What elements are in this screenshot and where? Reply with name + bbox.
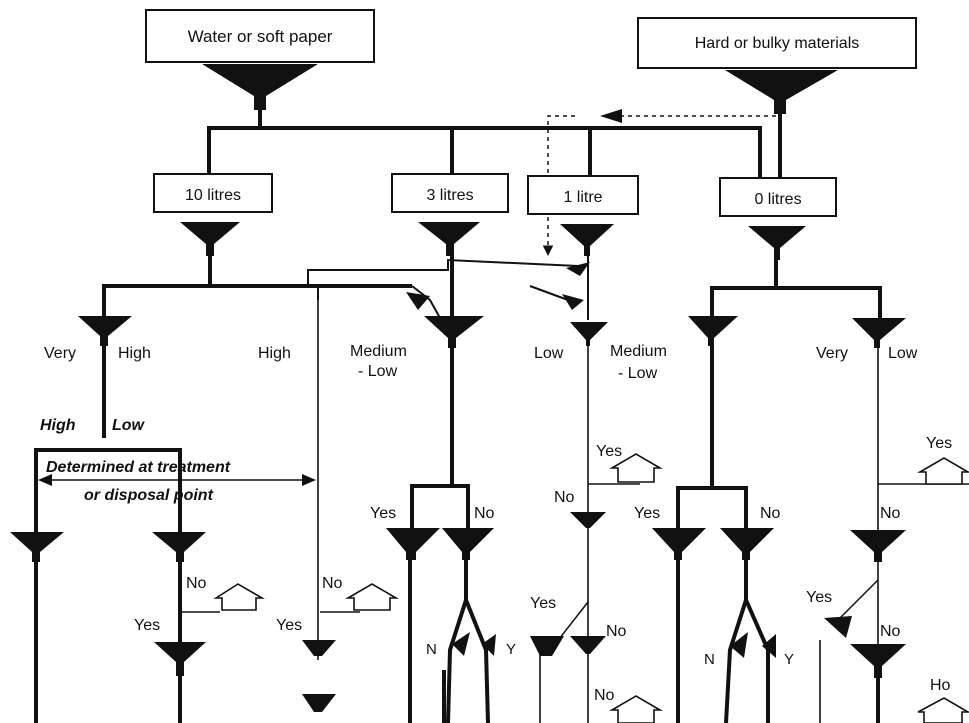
very-low-no-label-2: No [880,623,901,640]
center-y-arrowhead [482,634,496,656]
medium-low-1-arrow [424,316,484,348]
left-down-arrow-4 [302,640,336,656]
one-litre-no-arrow-2 [570,636,606,654]
treatment-line2: or disposal point [84,487,214,504]
left-down-arrow-2 [152,532,206,562]
house-icon [213,583,265,611]
very-low-ho-label: Ho [930,677,951,694]
very-low-yes-label: Yes [926,435,952,452]
source-box-hard: Hard or bulky materials [637,17,917,69]
left-yes-label-1: Yes [134,617,160,634]
level-medium-1-label: Medium [350,343,407,360]
ml2-yes-arrow [652,528,706,560]
ml2-y-label: Y [784,651,794,668]
one-litre-no-label-3: No [594,687,615,704]
one-litre-yes-arrow [530,636,564,656]
level-lines [102,256,882,320]
very-low-arrow [852,318,906,348]
thin-level-lines [307,256,589,320]
low-1-arrow [570,322,608,346]
source-water-arrow [202,64,318,110]
left-no-label-1: No [186,575,207,592]
arrow-to-low-a [566,262,590,276]
one-litre-no-label: No [554,489,575,506]
arrow-to-low-b [562,294,584,310]
source-hard-label: Hard or bulky materials [695,35,860,52]
center-no-arrow [442,528,494,560]
source-water-label: Water or soft paper [188,27,333,46]
source-box-water: Water or soft paper [145,9,375,63]
volume-box-1: 1 litre [527,175,639,215]
ml2-no-arrow [720,528,774,560]
volume-3-label: 3 litres [426,187,473,204]
left-no-label-2: No [322,575,343,592]
volume-0-label: 0 litres [754,191,801,208]
ml2-yes-label: Yes [634,505,660,522]
volume-10-label: 10 litres [185,187,241,204]
very-low-yes-label-2: Yes [806,589,832,606]
level-very-label: Very [44,345,76,362]
very-low-no-arrow-2 [850,644,906,678]
one-litre-yes-label: Yes [596,443,622,460]
treatment-right-arrowhead [302,474,316,486]
dotted-feed-line [542,115,776,257]
house-icon [917,697,969,723]
center-yes-label: Yes [370,505,396,522]
volume-box-10: 10 litres [153,173,273,213]
volume-10-arrow [180,222,240,256]
treatment-line1: Determined at treatment [46,459,231,476]
one-litre-yes-label-2: Yes [530,595,556,612]
left-down-arrow-5 [302,694,336,712]
center-y-label: Y [506,641,516,658]
house-icon [917,457,969,485]
split-high-label: High [40,417,76,434]
split-low-label: Low [112,417,146,434]
dotted-arrowhead [600,109,622,123]
medium-low-2-arrow [688,316,738,346]
treatment-left-arrowhead [38,474,52,486]
level-very-2-label: Very [816,345,848,362]
center-yes-arrow [386,528,440,560]
level-low-2-label: Low [888,345,918,362]
left-yes-label-2: Yes [276,617,302,634]
level-low-1-label: Low [534,345,564,362]
ml2-no-label: No [760,505,781,522]
level-medium-2-label: Medium [610,343,667,360]
volume-0-arrow [748,226,806,260]
left-down-arrow-1 [10,532,64,562]
arrow-to-medium [406,292,430,310]
very-high-arrow [78,316,132,346]
ml2-n-label: N [704,651,715,668]
level-high-label: High [118,345,151,362]
house-icon [609,453,663,483]
level-low-2b-label: - Low [618,365,658,382]
center-n-label: N [426,641,437,658]
ml2-n-arrowhead [730,632,748,658]
volume-box-3: 3 litres [391,173,509,213]
volume-3-arrow [418,222,480,256]
center-n-arrowhead [452,632,470,656]
level-high-b-label: High [258,345,291,362]
ml2-y-arrowhead [762,634,776,658]
left-branch-lines [34,300,360,723]
left-down-arrow-3 [154,642,206,676]
volume-1-label: 1 litre [563,189,602,206]
volume-1-arrow [560,224,614,256]
very-low-no-label: No [880,505,901,522]
very-low-no-arrow [850,530,906,562]
one-litre-no-label-2: No [606,623,627,640]
level-low-1b-label: - Low [358,363,398,380]
medium-low-2-branch-lines [676,346,770,723]
house-icon [609,695,663,723]
one-litre-no-arrow [570,512,606,528]
house-icon [345,583,399,611]
center-no-label: No [474,505,495,522]
very-low-yes-arrow [824,616,852,638]
volume-box-0: 0 litres [719,177,837,217]
center-branch-lines [408,346,490,723]
one-litre-branch-lines [539,346,640,723]
source-hard-arrow [725,70,838,114]
